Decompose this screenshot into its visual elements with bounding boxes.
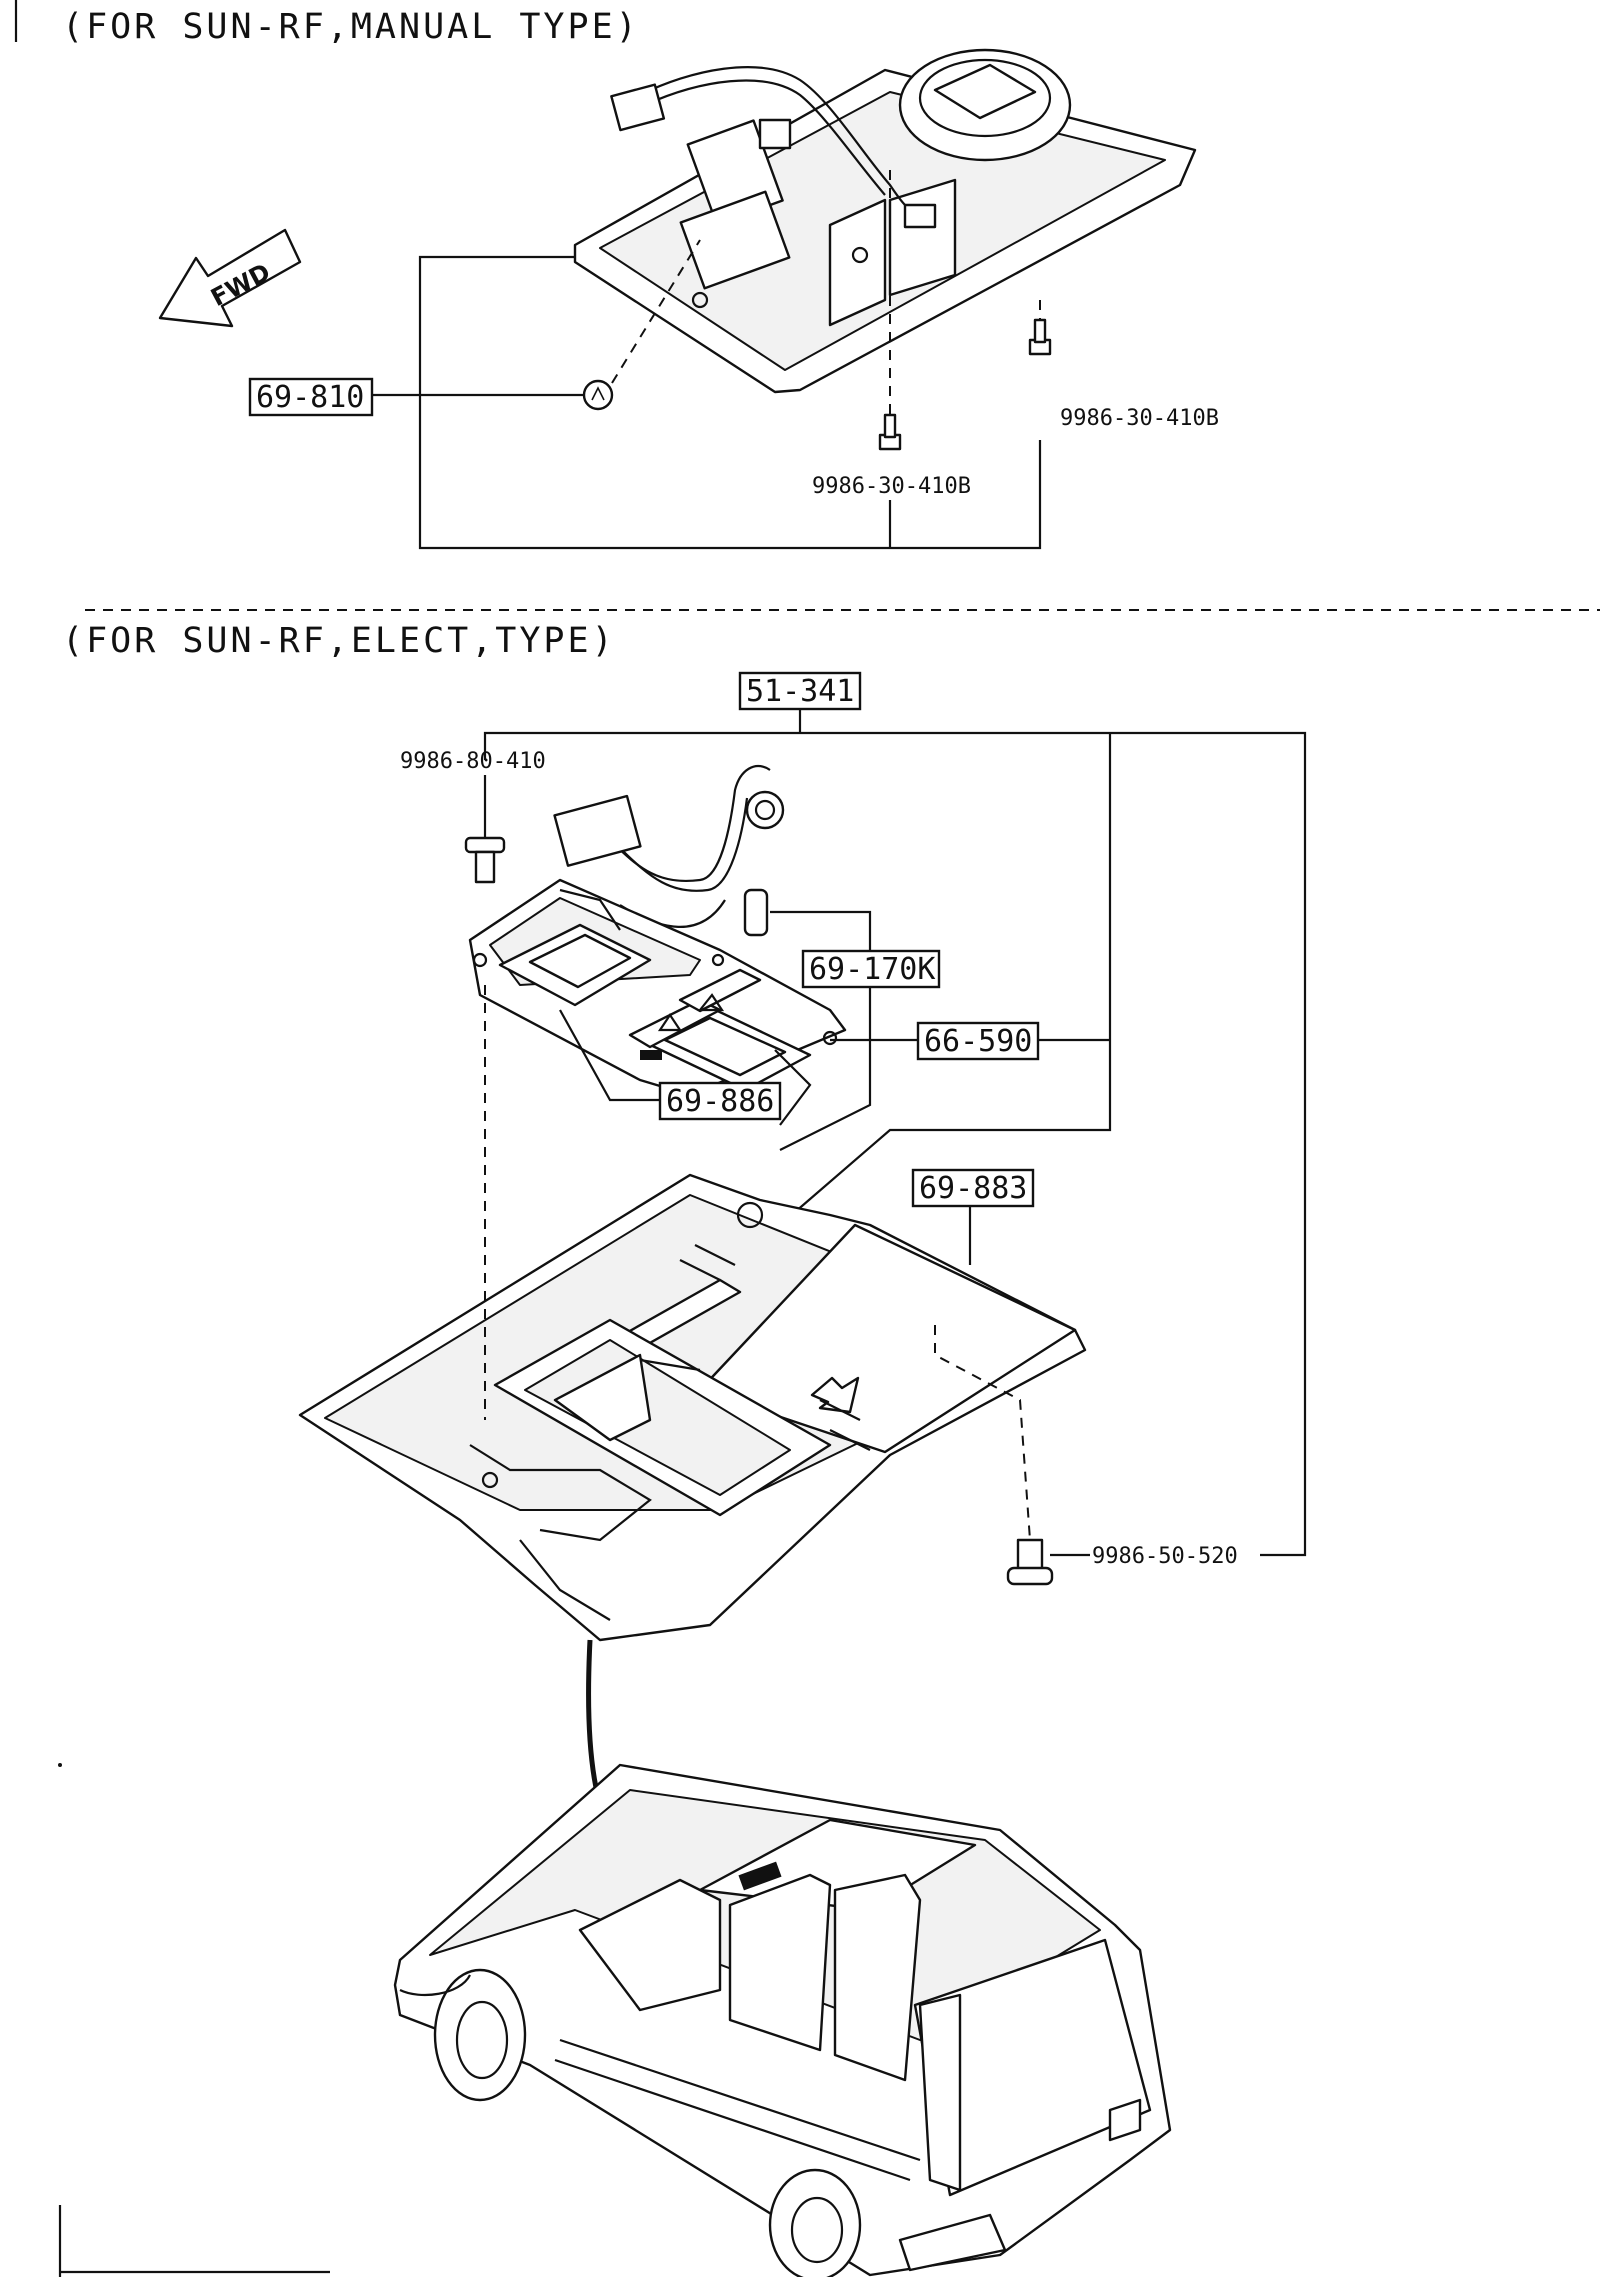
part-number-69-810: 69-810: [256, 380, 364, 415]
leader-69-886-left: [559, 1009, 660, 1102]
console-housing-elect: [298, 1173, 1087, 1642]
part-box-69-886: [658, 1081, 782, 1121]
screw-top-elect: [464, 836, 506, 884]
screw-bottom-elect: [1006, 1538, 1054, 1586]
part-box-69-883: [911, 1168, 1035, 1208]
vehicle-wagon: [393, 1763, 1172, 2277]
bracket-51-341-inner: [779, 733, 1112, 1226]
part-number-screw-center-manual: 9986-30-410B: [812, 474, 971, 499]
bracket-manual: [418, 255, 1042, 550]
leader-69-886-right: [774, 1049, 812, 1126]
map-lamp-housing-manual: [573, 48, 1197, 394]
part-box-69-810: [248, 377, 374, 417]
part-number-51-341: 51-341: [746, 674, 854, 709]
part-number-9986-50-520: 9986-50-520: [1092, 1544, 1238, 1569]
part-number-69-886: 69-886: [666, 1084, 774, 1119]
screw-right-manual: [1028, 318, 1052, 356]
part-number-9986-80-410: 9986-80-410: [400, 749, 546, 774]
part-number-screw-right-manual: 9986-30-410B: [1060, 406, 1219, 431]
bracket-51-341: [483, 731, 1307, 1557]
part-box-69-170K: [801, 949, 941, 989]
wiring-harness-elect: [553, 765, 785, 928]
part-box-66-590: [916, 1021, 1040, 1061]
lamp-switch-assembly-elect: [468, 878, 847, 1097]
screw-center-manual: [878, 413, 902, 451]
screw-bottom-elect-dashed: [934, 1325, 1031, 1541]
part-number-66-590: 66-590: [924, 1024, 1032, 1059]
section-heading-manual: (FOR SUN-RF,MANUAL TYPE): [62, 7, 640, 47]
fwd-arrow-icon: FWD: [158, 228, 302, 328]
section-heading-elect: (FOR SUN-RF,ELECT,TYPE): [62, 621, 616, 661]
bulb-leader-dashed: [611, 239, 701, 384]
bulb-manual: [582, 379, 614, 411]
leader-69-170K: [770, 910, 872, 1151]
bulb-elect: [743, 888, 769, 937]
part-number-69-883: 69-883: [919, 1171, 1027, 1206]
part-number-69-170K: 69-170K: [809, 952, 935, 987]
page-dot: [58, 1763, 62, 1767]
